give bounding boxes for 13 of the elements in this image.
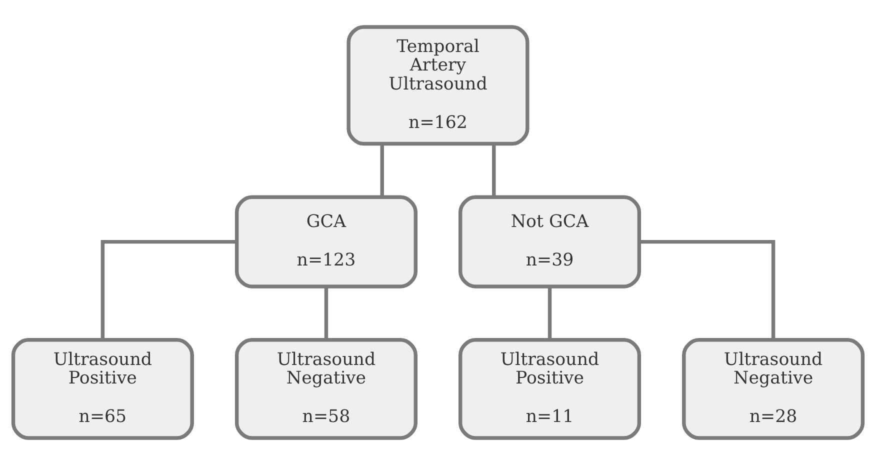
node-box: Ultrasound Negative n=58 (234, 338, 418, 440)
connector (324, 286, 328, 340)
node-box: Ultrasound Negative n=28 (682, 338, 865, 440)
node-box: Temporal Artery Ultrasound n=162 (346, 24, 530, 146)
connector (100, 239, 237, 340)
connector (639, 239, 776, 340)
node-box: Ultrasound Positive n=65 (11, 338, 194, 440)
node-box: GCA n=123 (234, 194, 418, 288)
connector (492, 144, 496, 196)
connector (548, 286, 552, 340)
connector (380, 144, 384, 196)
node-box: Not GCA n=39 (458, 194, 642, 288)
node-box: Ultrasound Positive n=11 (458, 338, 642, 440)
